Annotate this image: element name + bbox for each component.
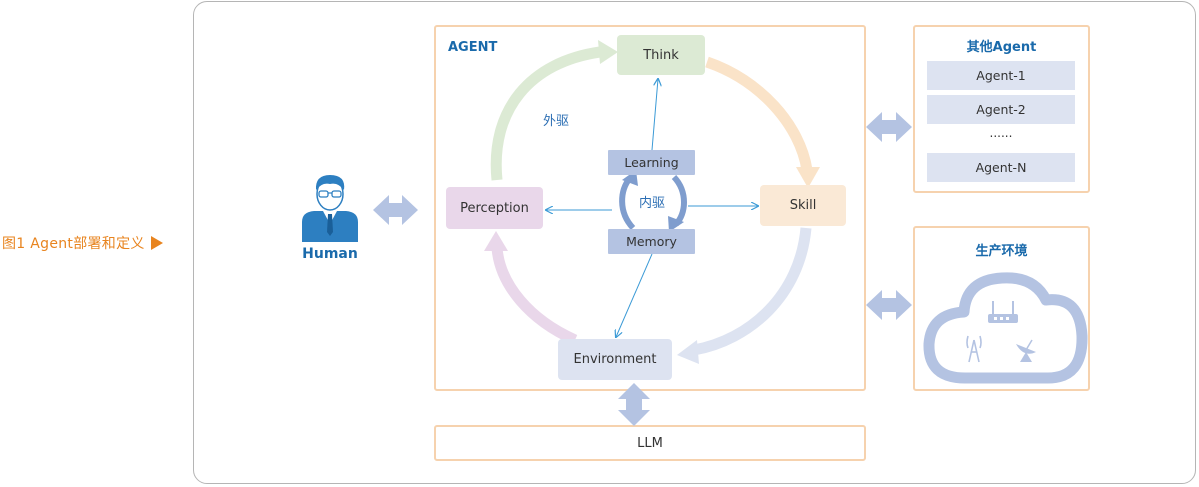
- agent-item-label: Agent-2: [976, 102, 1026, 117]
- learning-label: Learning: [624, 155, 679, 170]
- double-arrow-agent-otheragents: [866, 112, 912, 142]
- arrow-memory-environment: [616, 253, 653, 337]
- perception-label: Perception: [460, 200, 529, 216]
- outer-drive-label: 外驱: [543, 114, 570, 129]
- other-agents-title: 其他Agent: [966, 40, 1037, 55]
- agent-item-label: Agent-1: [976, 68, 1026, 83]
- cycle-arc-perception-think: [490, 40, 618, 181]
- figure-caption: 图1 Agent部署和定义: [2, 233, 163, 253]
- llm-box: LLM: [434, 425, 866, 461]
- agent-item-n: Agent-N: [927, 153, 1075, 182]
- llm-label: LLM: [637, 435, 663, 451]
- memory-label: Memory: [626, 234, 677, 249]
- double-arrow-agent-production: [866, 290, 912, 320]
- agent-item-2: Agent-2: [927, 95, 1075, 124]
- cycle-arc-skill-environment: [677, 227, 812, 364]
- human-icon: [302, 175, 358, 242]
- cloud-icon: [923, 272, 1088, 384]
- skill-node: Skill: [760, 185, 846, 226]
- think-label: Think: [643, 47, 679, 63]
- skill-label: Skill: [789, 198, 817, 213]
- caption-text: 图1 Agent部署和定义: [2, 236, 145, 252]
- caption-arrow-icon: [150, 236, 163, 250]
- arrow-learning-think: [651, 79, 658, 151]
- double-arrow-agent-llm: [618, 383, 650, 426]
- antenna-tower-icon: [966, 335, 982, 363]
- human-label: Human: [302, 246, 358, 262]
- agent-item-label: Agent-N: [975, 160, 1027, 175]
- memory-node: Memory: [608, 229, 695, 254]
- learning-node: Learning: [608, 150, 695, 175]
- production-title: 生产环境: [975, 244, 1028, 259]
- satellite-dish-icon: [1016, 339, 1036, 362]
- environment-node: Environment: [558, 339, 672, 380]
- outer-frame: [193, 1, 1196, 484]
- agent-title: AGENT: [448, 40, 498, 55]
- think-node: Think: [617, 35, 705, 75]
- cycle-arc-environment-perception: [484, 231, 578, 346]
- double-arrow-human-agent: [373, 195, 418, 225]
- agent-item-1: Agent-1: [927, 61, 1075, 90]
- perception-node: Perception: [446, 187, 543, 229]
- agent-ellipsis: ......: [989, 126, 1013, 140]
- production-box: [913, 226, 1090, 391]
- inner-drive-label: 内驱: [639, 196, 666, 211]
- cycle-arc-think-skill: [705, 56, 820, 188]
- router-icon: [988, 301, 1018, 323]
- environment-label: Environment: [573, 352, 657, 367]
